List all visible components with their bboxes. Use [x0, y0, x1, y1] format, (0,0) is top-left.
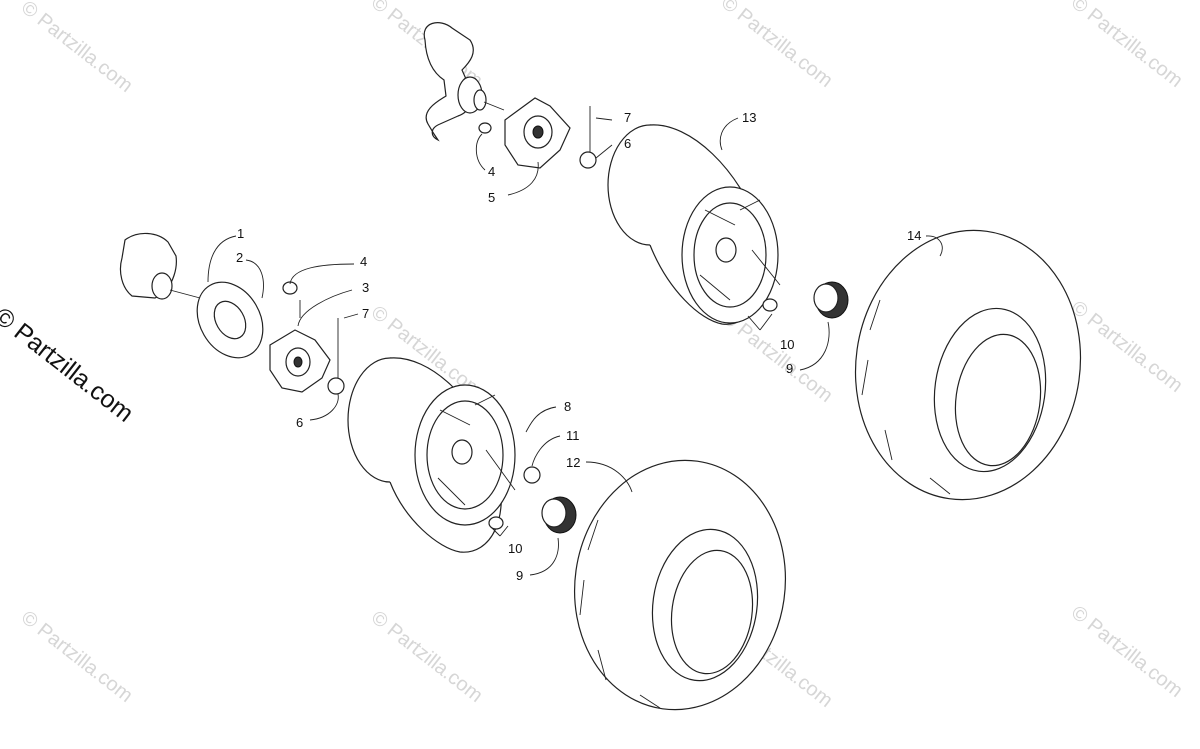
callout-5[interactable]: 5 [488, 190, 495, 205]
lower-rim [347, 357, 577, 553]
watermark-tile: © Partzilla.com [17, 607, 137, 707]
callout-1[interactable]: 1 [237, 226, 244, 241]
callout-2[interactable]: 2 [236, 250, 243, 265]
lower-hub [269, 281, 345, 395]
callout-7[interactable]: 7 [624, 110, 631, 125]
callout-8[interactable]: 8 [564, 399, 571, 414]
callout-10[interactable]: 10 [508, 541, 522, 556]
callout-9[interactable]: 9 [786, 361, 793, 376]
upper-hub [478, 97, 597, 169]
lower-knuckle [119, 232, 201, 300]
watermark-tile: © Partzilla.com [17, 0, 137, 97]
callout-labels: 1 2 4 3 7 6 7 6 4 5 13 14 10 9 8 11 12 1… [236, 110, 921, 583]
callout-9[interactable]: 9 [516, 568, 523, 583]
watermark-tile: © Partzilla.com [717, 0, 837, 92]
watermark-tile: © Partzilla.com [1067, 0, 1187, 92]
callout-11[interactable]: 11 [566, 428, 580, 443]
callout-4[interactable]: 4 [488, 164, 495, 179]
callout-7[interactable]: 7 [362, 306, 369, 321]
callout-4[interactable]: 4 [360, 254, 367, 269]
lower-tire [573, 459, 787, 711]
watermark-tile: © Partzilla.com [1067, 297, 1187, 397]
upper-rim [607, 124, 849, 325]
callout-3[interactable]: 3 [362, 280, 369, 295]
callout-12[interactable]: 12 [566, 455, 580, 470]
callout-6[interactable]: 6 [296, 415, 303, 430]
callout-13[interactable]: 13 [742, 110, 756, 125]
watermark-tile: © Partzilla.com [1067, 602, 1187, 702]
callout-14[interactable]: 14 [907, 228, 921, 243]
upper-tire [854, 229, 1082, 501]
leader-lines [207, 117, 943, 576]
lower-brake-disc [196, 281, 264, 359]
watermark-tile: © Partzilla.com [367, 607, 487, 707]
callout-6[interactable]: 6 [624, 136, 631, 151]
callout-10[interactable]: 10 [780, 337, 794, 352]
upper-knuckle [423, 22, 505, 142]
